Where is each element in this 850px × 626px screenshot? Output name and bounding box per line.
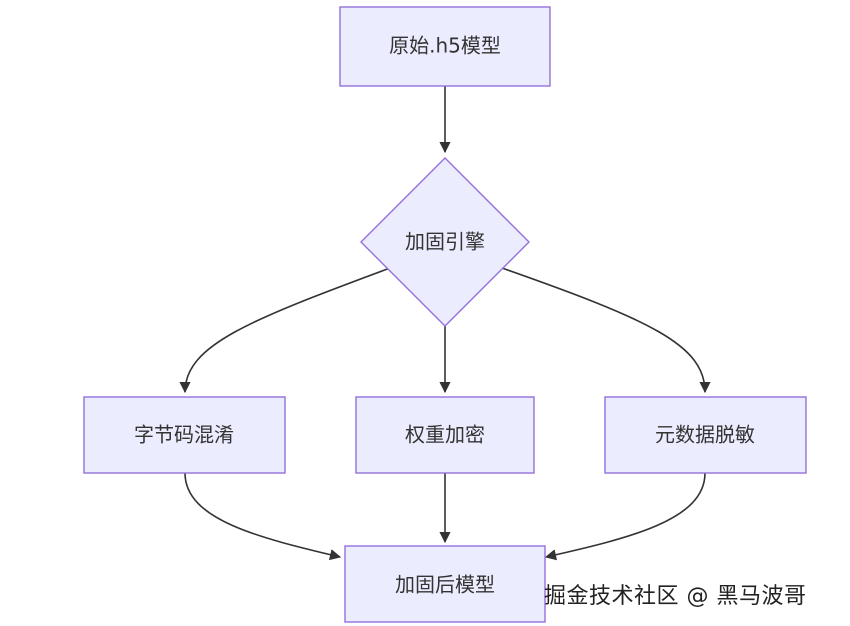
node-bytecode-obfuscation: 字节码混淆 [83,396,286,474]
node-hardened-model-label: 加固后模型 [395,573,495,597]
edge-engine-to-metadata [501,267,711,394]
edge-engine-to-bytecode [179,267,391,394]
node-hardening-engine: 加固引擎 [360,157,530,327]
watermark: 掘金技术社区 @ 黑马波哥 [544,584,807,609]
node-weight-encryption-label: 权重加密 [405,423,485,447]
edge-metadata-to-hardened [544,472,706,561]
node-weight-encryption: 权重加密 [355,396,535,474]
node-original-model-label: 原始.h5模型 [389,34,501,58]
node-metadata-desensitization: 元数据脱敏 [604,396,807,474]
node-original-model: 原始.h5模型 [339,6,551,87]
node-hardened-model: 加固后模型 [344,545,546,623]
edge-bytecode-to-hardened [184,472,342,561]
node-hardening-engine-label: 加固引擎 [405,230,485,254]
node-metadata-desensitization-label: 元数据脱敏 [655,423,755,447]
node-bytecode-obfuscation-label: 字节码混淆 [134,423,234,447]
